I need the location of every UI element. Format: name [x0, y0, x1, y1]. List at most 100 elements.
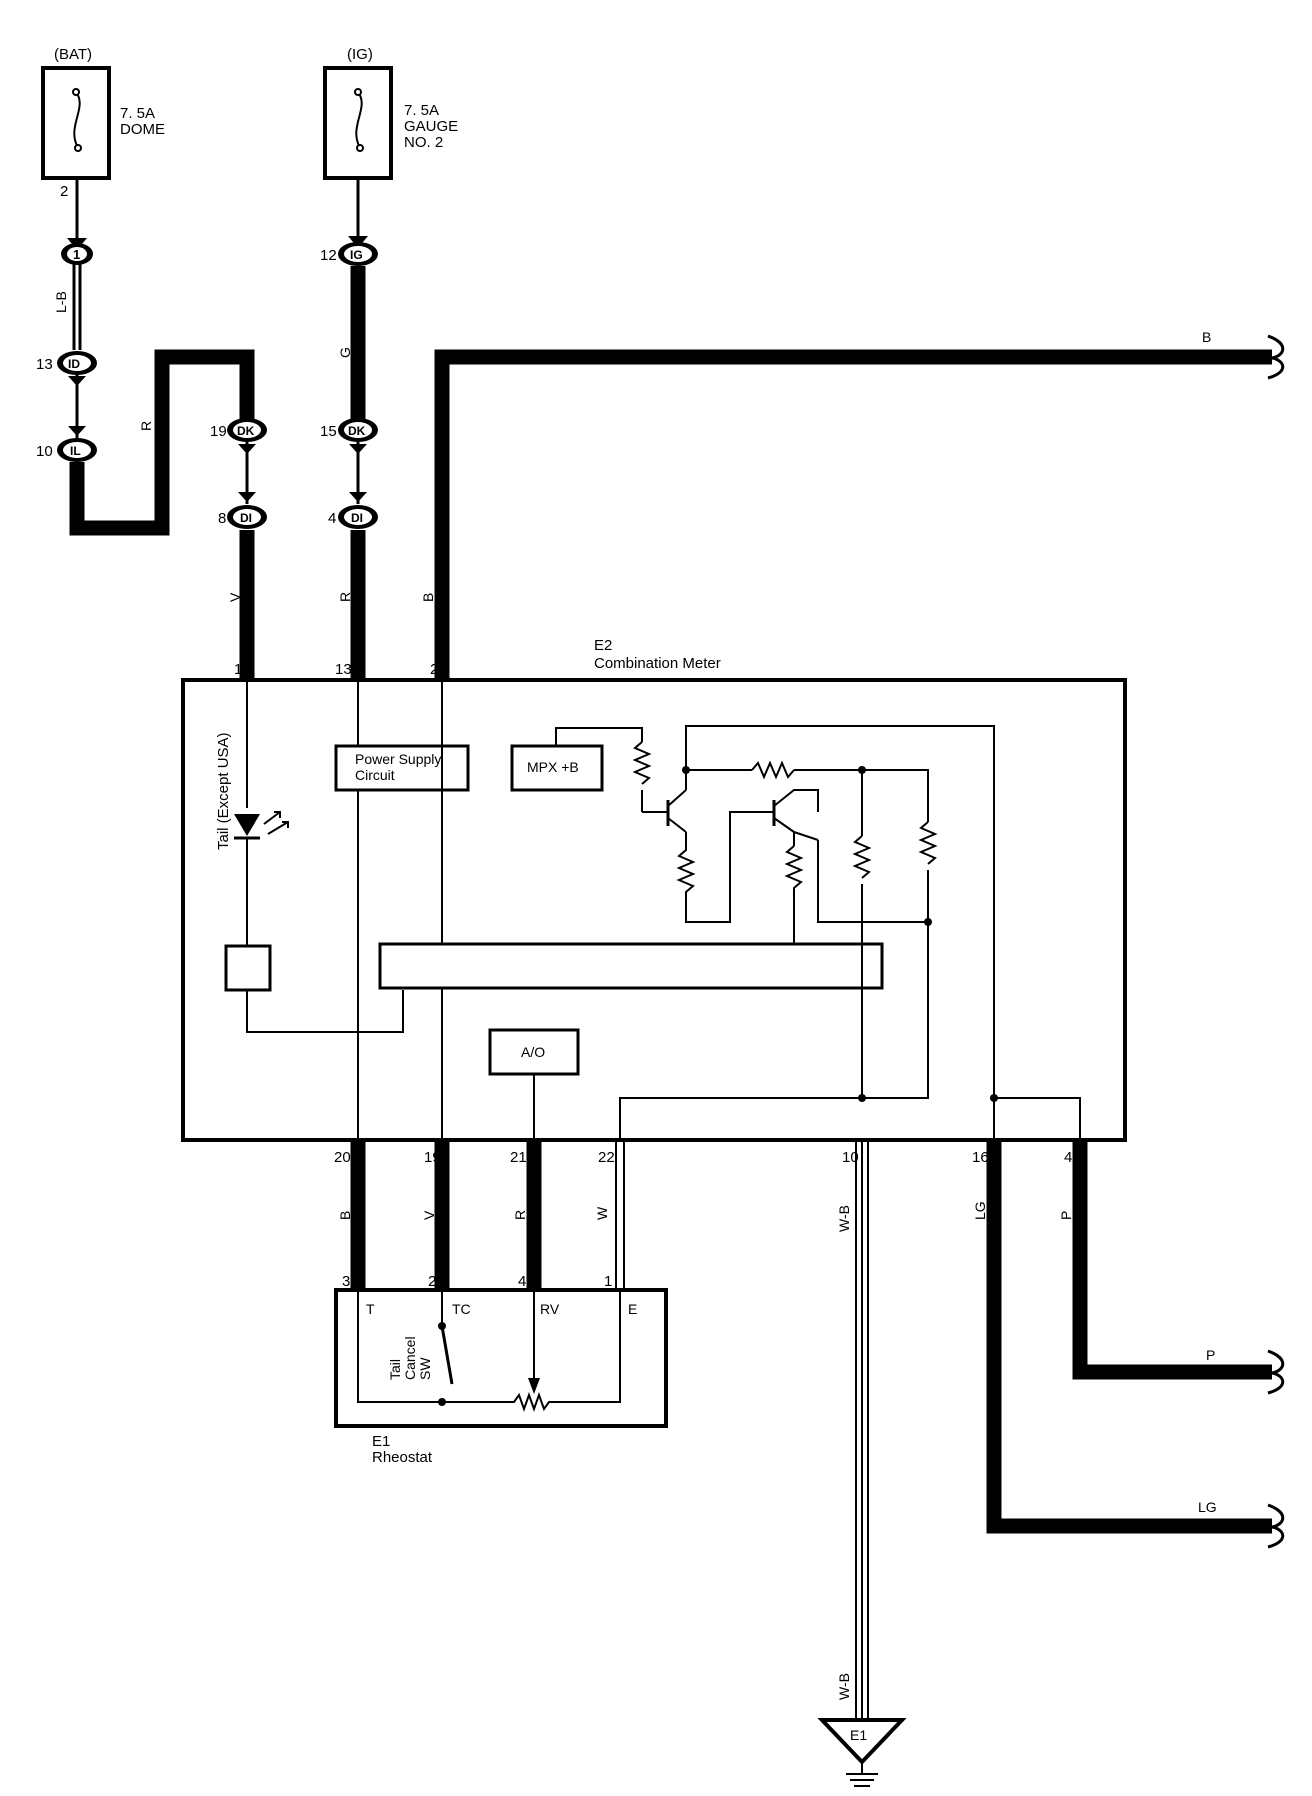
connector-code: DI	[240, 511, 252, 525]
wire-color-p-end: P	[1206, 1347, 1215, 1363]
power-supply-label-2: Circuit	[355, 767, 395, 783]
connector-di-4: 4 DI	[328, 492, 378, 529]
transistor-emitter-icon	[793, 831, 819, 841]
wire-t2-emitter	[817, 840, 928, 923]
wire-lg	[986, 1140, 1272, 1534]
ground-triangle	[817, 1718, 907, 1765]
connector-oval-inner	[63, 442, 91, 458]
fuse-terminal-icon	[354, 88, 362, 96]
connector-code: IL	[70, 444, 81, 458]
led-icon	[234, 814, 260, 836]
rheostat-id: E1	[372, 1433, 390, 1450]
fuse-gauge-source: (IG)	[347, 46, 373, 63]
switch-blade-icon	[440, 1325, 454, 1385]
connector-pin: 8	[218, 510, 226, 527]
continued-arrow-icon	[1267, 334, 1285, 380]
wire-t-internal	[357, 1292, 442, 1403]
wire-r-right	[794, 769, 929, 822]
wire-color-b: B	[420, 593, 436, 602]
connectors: 1 13 ID 10 IL 19 DK 8	[36, 236, 378, 529]
junction-dot	[858, 766, 866, 774]
meter-top-pin: 13	[335, 661, 352, 678]
wire-color-w: W	[594, 1206, 610, 1220]
resistor-icon	[852, 835, 872, 879]
connector-code: DI	[351, 511, 363, 525]
resistor-icon	[918, 821, 938, 865]
fuse-dome-name: DOME	[120, 121, 165, 138]
fuse-dome-pin: 2	[60, 183, 68, 200]
tail-block	[224, 944, 272, 992]
connector-oval-inner	[67, 247, 87, 261]
fuse-element-icon	[73, 91, 81, 149]
rheostat-terminal: RV	[540, 1301, 560, 1317]
gauge-circuit: G R	[337, 178, 366, 680]
meter-bottom-pin: 4	[1064, 1149, 1072, 1166]
fuse-gauge: (IG) 7. 5A GAUGE NO. 2	[323, 46, 458, 180]
wire-color-wb-low: W-B	[836, 1673, 852, 1700]
continued-arrow-icon	[1267, 1503, 1285, 1549]
wire-p	[1072, 1140, 1272, 1380]
wire-color-r: R	[337, 592, 353, 602]
meter-top-pin: 1	[234, 661, 242, 678]
wire-t1-collector	[685, 725, 995, 1098]
wire-r-right-down	[619, 870, 929, 1140]
meter-bottom-pin: 20	[334, 1149, 351, 1166]
connector-code: IG	[350, 248, 363, 262]
connector-pin: 4	[328, 510, 336, 527]
wire-color-tc: V	[421, 1210, 437, 1220]
connector-dk-15: 15 DK	[320, 418, 378, 454]
meter-bottom-pin: 16	[972, 1149, 989, 1166]
connector-1: 1	[61, 238, 93, 265]
transistor-icon	[667, 789, 687, 833]
transistor-icon	[773, 789, 819, 833]
light-emission-icon	[263, 811, 289, 835]
connector-oval-inner	[233, 422, 261, 438]
dome-circuit: L-B R V	[53, 178, 255, 680]
rheostat-pin: 4	[518, 1273, 526, 1290]
bus-block	[378, 942, 884, 990]
wiper-arrow-icon	[528, 1378, 540, 1394]
wire-color-t: B	[337, 1211, 353, 1220]
wire-color-lb: L-B	[53, 291, 69, 313]
connector-pin: 13	[36, 356, 53, 373]
wire-color-p: P	[1058, 1211, 1074, 1220]
wire-color-lg-end: LG	[1198, 1499, 1217, 1515]
variable-resistor-icon	[442, 1292, 621, 1412]
wire-color-g: G	[337, 347, 353, 358]
wire-color-wb: W-B	[836, 1205, 852, 1232]
connector-di-8: 8 DI	[218, 492, 267, 529]
fuse-dome-rating: 7. 5A	[120, 105, 155, 122]
fuse-gauge-name-1: GAUGE	[404, 118, 458, 135]
ao-block	[488, 1028, 580, 1076]
ground-e1: E1	[817, 1718, 907, 1787]
meter-box	[181, 678, 1127, 1142]
resistor-icon	[784, 845, 804, 944]
switch-label-1: Tail	[387, 1359, 403, 1380]
rheostat: 3 2 4 1 T TC RV E Tail Cancel SW E1 Rheo…	[334, 1273, 668, 1466]
connector-pin: 19	[210, 423, 227, 440]
wire-color-rv: R	[512, 1210, 528, 1220]
connector-code: ID	[68, 357, 80, 371]
ao-label: A/O	[521, 1044, 545, 1060]
meter-id: E2	[594, 637, 612, 654]
power-supply-label-1: Power Supply	[355, 751, 441, 767]
wire-p-internal	[994, 1097, 1081, 1140]
fuse-terminal-icon	[356, 144, 364, 152]
wire-b	[434, 349, 1272, 680]
rheostat-pin: 3	[342, 1273, 350, 1290]
rheostat-pin: 2	[428, 1273, 436, 1290]
connector-arrow-icon	[68, 426, 86, 436]
connector-code: 1	[73, 247, 80, 262]
connector-code: DK	[348, 424, 366, 438]
connector-oval-inner	[344, 422, 372, 438]
connector-oval-inner	[344, 509, 372, 525]
meter-top-pin: 2	[430, 661, 438, 678]
connector-arrow-icon	[238, 444, 256, 454]
connector-dk-19: 19 DK	[210, 418, 267, 454]
switch-label-2: Cancel	[402, 1336, 418, 1380]
connector-oval-inner	[63, 355, 91, 371]
fuse-element-icon	[355, 91, 363, 149]
resistor-icon	[751, 760, 795, 780]
connector-arrow-icon	[349, 492, 367, 502]
connector-code: DK	[237, 424, 255, 438]
